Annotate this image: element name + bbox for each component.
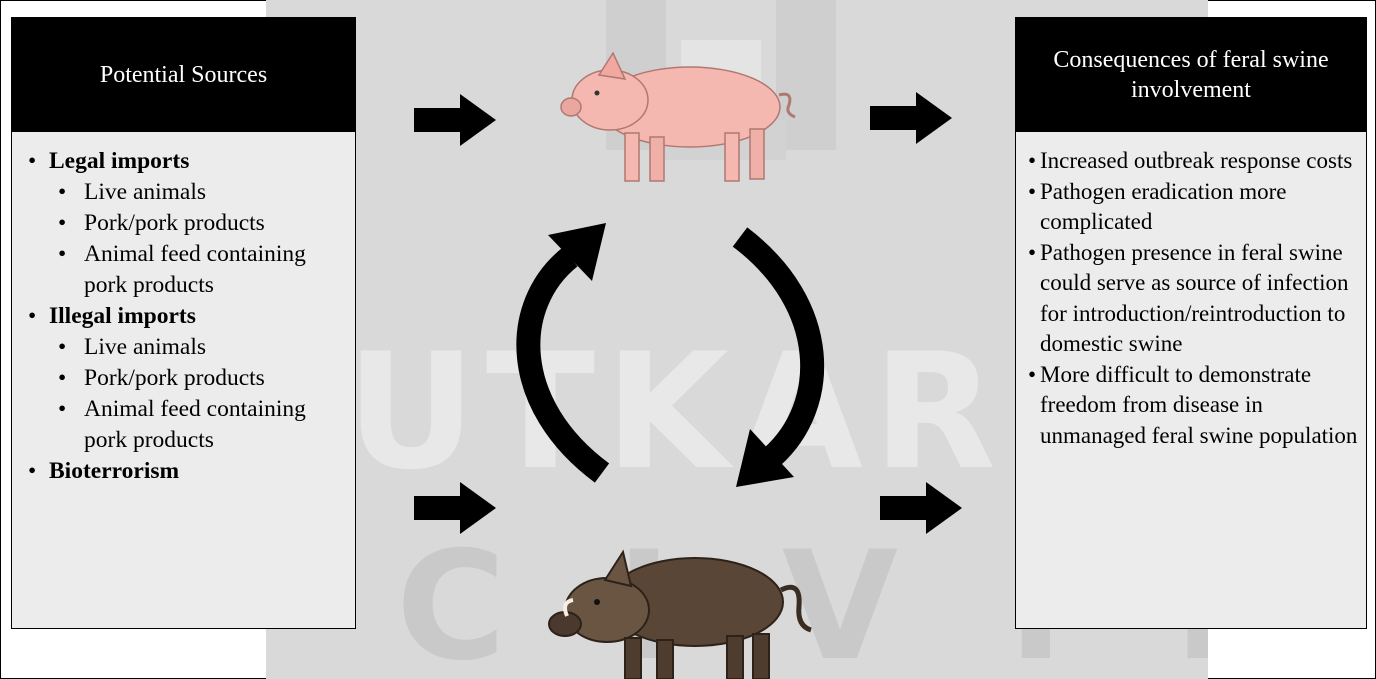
potential-sources-list: •Legal imports •Live animals •Pork/pork …	[12, 132, 355, 487]
potential-sources-title: Potential Sources	[12, 18, 355, 132]
sub-item-label: Animal feed containing pork products	[84, 241, 306, 298]
group-label-illegal: Illegal imports	[49, 303, 196, 329]
sub-item-label: Live animals	[84, 334, 207, 360]
right-arrow-icon	[870, 92, 952, 144]
list-item: •More difficult to demonstrate freedom f…	[1028, 361, 1358, 448]
list-item: •Illegal imports	[28, 303, 196, 329]
list-item: •Animal feed containing pork products	[58, 241, 306, 298]
sub-item-label: Animal feed containing pork products	[84, 396, 306, 453]
list-item: •Pathogen eradication more complicated	[1028, 178, 1287, 235]
domestic-pig-icon	[560, 51, 796, 182]
consequence-text: Pathogen presence in feral swine could s…	[1040, 239, 1349, 357]
list-item: •Live animals	[58, 179, 207, 205]
consequence-text: Pathogen eradication more complicated	[1040, 178, 1287, 235]
group-label-bioterrorism: Bioterrorism	[49, 458, 180, 484]
feral-boar-icon	[548, 549, 812, 679]
consequences-title: Consequences of feral swine involvement	[1016, 18, 1366, 132]
list-item: •Pork/pork products	[58, 365, 265, 391]
group-label-legal: Legal imports	[49, 148, 190, 174]
list-item: •Live animals	[58, 334, 207, 360]
list-item: •Legal imports	[28, 148, 190, 174]
right-arrow-icon	[880, 482, 962, 534]
list-item: •Increased outbreak response costs	[1028, 148, 1353, 173]
curved-arrow-icon	[732, 227, 825, 487]
list-item: •Pathogen presence in feral swine could …	[1028, 239, 1349, 357]
right-arrow-icon	[414, 94, 496, 146]
sub-item-label: Live animals	[84, 179, 207, 205]
consequence-text: Increased outbreak response costs	[1040, 148, 1353, 173]
consequence-text: More difficult to demonstrate freedom fr…	[1040, 361, 1358, 448]
potential-sources-panel: Potential Sources •Legal imports •Live a…	[11, 17, 356, 629]
sub-item-label: Pork/pork products	[84, 210, 265, 236]
consequences-panel: Consequences of feral swine involvement …	[1015, 17, 1367, 629]
right-arrow-icon	[414, 482, 496, 534]
cycle-arrows	[516, 223, 825, 487]
list-item: •Animal feed containing pork products	[58, 396, 306, 453]
sub-item-label: Pork/pork products	[84, 365, 265, 391]
list-item: •Bioterrorism	[28, 458, 180, 484]
list-item: •Pork/pork products	[58, 210, 265, 236]
consequences-list: •Increased outbreak response costs •Path…	[1016, 132, 1366, 451]
curved-arrow-icon	[516, 223, 610, 483]
